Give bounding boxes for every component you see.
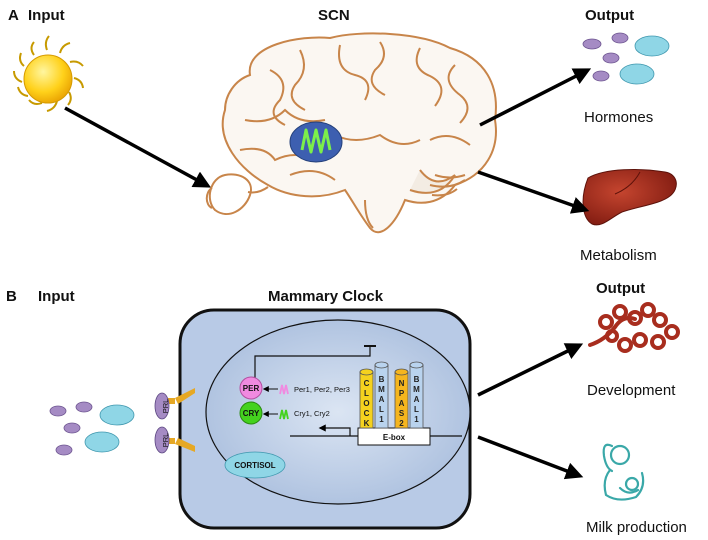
panel-b-output-header: Output [596,280,645,297]
prl-label-top: PRL [161,399,170,414]
per-genes-label: Per1, Per2, Per3 [294,385,350,394]
prolactin-particles-icon [49,401,135,456]
output-metabolism-label: Metabolism [580,247,657,264]
arrow-to-milk-production [477,435,584,480]
cortisol-molecule [224,451,286,479]
panel-a-input-header: Input [28,7,65,24]
output-hormones-label: Hormones [584,109,653,126]
arrow-sun-to-eye [64,106,212,188]
bmal1a-letter-5: 1 [379,415,384,424]
per-protein [239,376,263,400]
bmal1b-letter-1: B [414,375,420,384]
cry-label: CRY [243,409,260,418]
transcription-factors: C L O C K B M A L 1 N P A S 2 B [359,361,424,429]
ebox [357,427,431,446]
breastfeeding-icon [602,443,645,501]
bmal1-column-a: B M A L 1 [374,361,389,429]
output-milk-production-label: Milk production [586,519,687,536]
brain-icon [205,32,497,234]
per-label: PER [243,384,260,393]
bmal1-column-b: B M A L 1 [409,361,424,429]
cry-protein [239,401,263,425]
arrow-to-metabolism [477,170,590,214]
npas2-column: N P A S 2 [394,368,409,429]
panel-a-letter: A [8,7,19,24]
panel-a-center-header: SCN [318,7,350,24]
npas2-letter-1: N [399,379,405,388]
bmal1b-letter-3: A [414,395,420,404]
clock-letter-1: C [364,379,370,388]
cry-mrna-icon [279,409,289,420]
prl-receptor-bottom: PRL [154,426,195,454]
bmal1b-letter-2: M [413,385,420,394]
hormone-particles-icon [582,32,670,85]
feedback-line [254,347,371,385]
sun-icon [13,35,84,112]
scn-nucleus [289,121,343,163]
ebox-label: E-box [383,433,406,442]
prl-label-bottom: PRL [161,433,170,448]
bmal1a-letter-4: L [379,405,384,414]
mammary-gland-icon [588,302,680,353]
cortisol-label: CORTISOL [234,461,275,470]
npas2-letter-3: A [399,399,405,408]
bmal1b-letter-4: L [414,405,419,414]
clock-column: C L O C K [359,368,374,429]
liver-icon [582,169,677,226]
clock-letter-3: O [363,399,369,408]
panel-a-output-header: Output [585,7,634,24]
transcription-start-arrow [318,424,351,436]
cry-genes-label: Cry1, Cry2 [294,409,330,418]
per-mrna-icon [279,384,289,395]
panel-b-letter: B [6,288,17,305]
prl-receptor-top: PRL [154,388,195,420]
panel-b-center-header: Mammary Clock [268,288,384,305]
clock-letter-2: L [364,389,369,398]
bmal1a-letter-2: M [378,385,385,394]
npas2-letter-4: S [399,409,405,418]
npas2-letter-5: 2 [399,419,404,428]
clock-letter-4: C [364,409,370,418]
panel-b-input-header: Input [38,288,75,305]
bmal1a-letter-3: A [379,395,385,404]
arrow-to-hormones [479,68,592,127]
bmal1b-letter-5: 1 [414,415,419,424]
arrow-to-development [477,343,584,397]
npas2-letter-2: P [399,389,405,398]
clock-letter-5: K [364,419,370,428]
bmal1a-letter-1: B [379,375,385,384]
output-development-label: Development [587,382,676,399]
